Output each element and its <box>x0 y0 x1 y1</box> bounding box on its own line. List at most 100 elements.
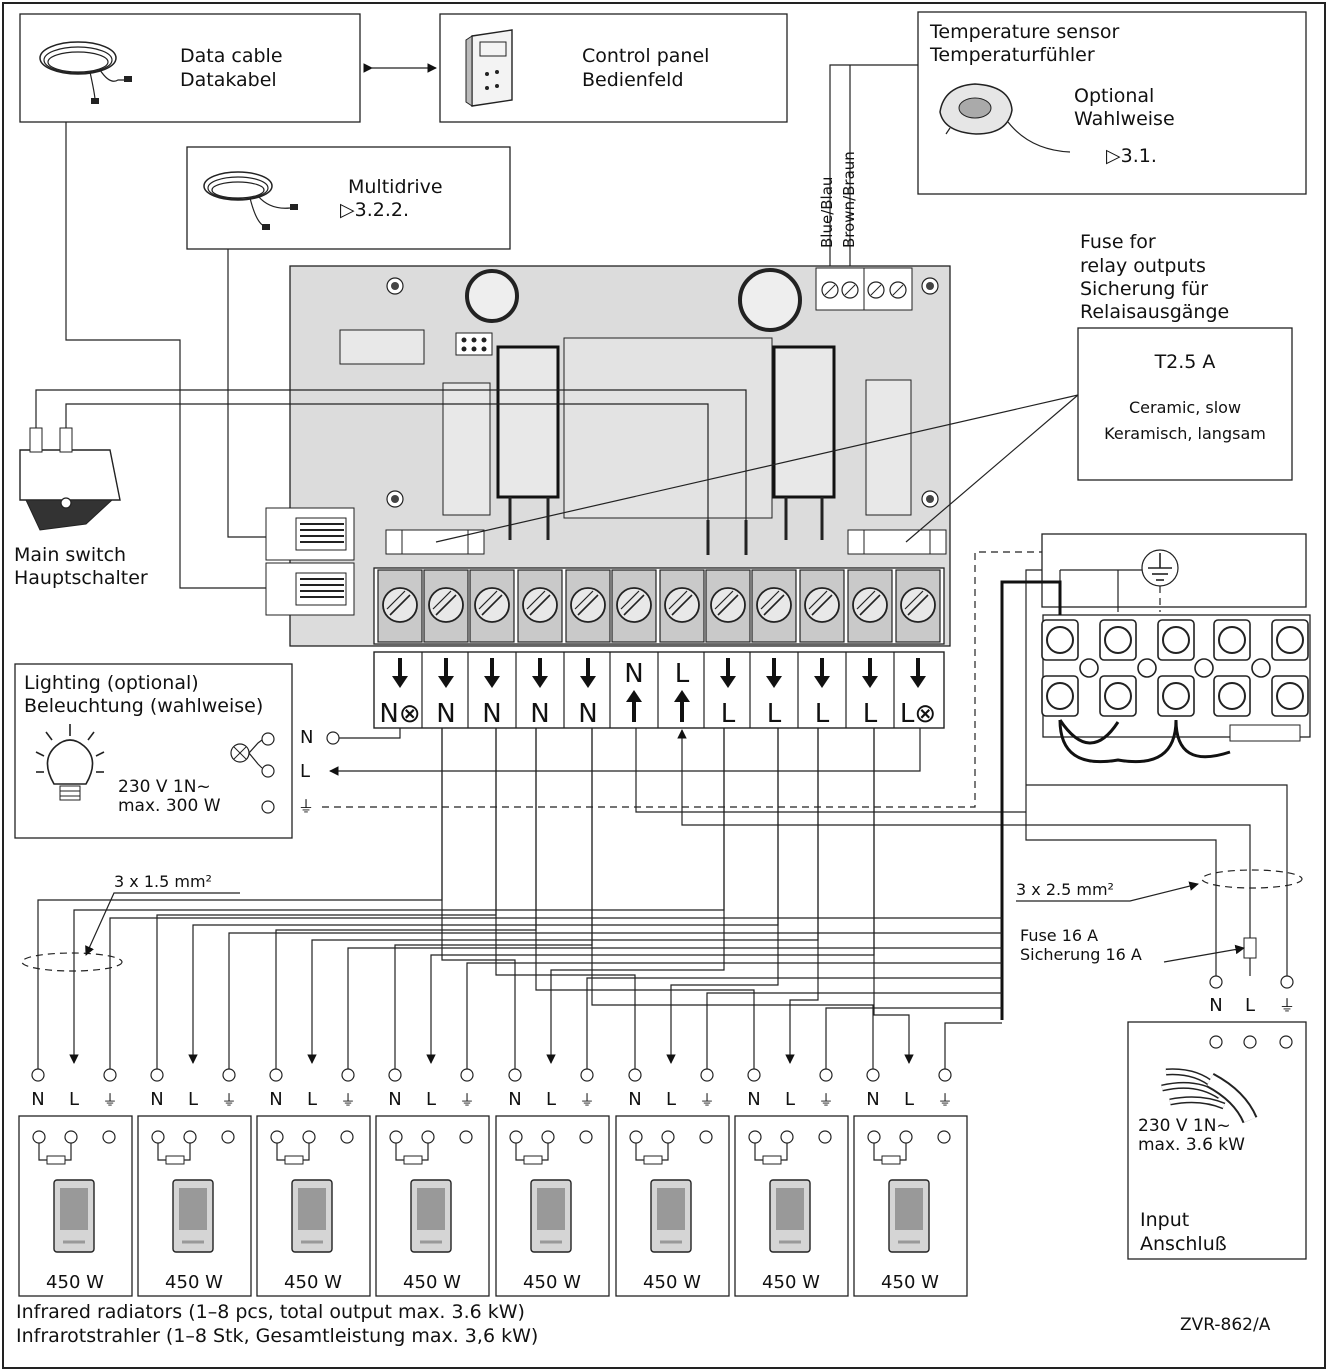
cable-coil-icon <box>203 171 298 230</box>
capacitor <box>738 268 802 332</box>
cable-small-label: 3 x 1.5 mm² <box>114 872 212 891</box>
radiator-pin-label: L <box>904 1089 914 1110</box>
transformer <box>563 337 773 519</box>
fuse-type-en: Ceramic, slow <box>1129 398 1241 417</box>
lighting-pe-wire <box>322 551 1042 808</box>
input-l-wire <box>677 729 1251 938</box>
screw-terminal <box>469 569 515 643</box>
fuse-relay-label-4: Relaisausgänge <box>1080 301 1229 323</box>
terminal-label: L⊗ <box>900 699 936 729</box>
sensor-wire-brown-label: Brown/Braun <box>840 151 858 248</box>
mounting-hole <box>386 277 404 295</box>
screw-terminal <box>565 569 611 643</box>
sensor-terminal-block <box>815 267 913 311</box>
screw-terminal <box>659 569 705 643</box>
input-box: 230 V 1N~ max. 3.6 kW Input Anschluß <box>1127 1021 1307 1260</box>
output-terminal: N <box>578 658 598 729</box>
radiator-pin-label: ⏚ <box>699 1091 714 1109</box>
output-terminal: L <box>814 658 830 729</box>
screw-terminal <box>799 569 845 643</box>
screw-terminal <box>517 569 563 643</box>
screw-terminal <box>423 569 469 643</box>
terminal-label: N⊗ <box>379 699 420 729</box>
lighting-pin-n: N <box>300 727 313 748</box>
fuse-leader <box>435 394 1079 543</box>
radiator-pin-label: N <box>31 1089 44 1110</box>
output-terminal: L <box>674 659 690 722</box>
screw-terminal-row <box>373 567 945 645</box>
radiator-caption-en: Infrared radiators (1–8 pcs, total outpu… <box>16 1301 525 1323</box>
radiator-pin-label: L <box>188 1089 198 1110</box>
cable-bundle-marker <box>1201 869 1303 889</box>
temp-sensor-label-en: Temperature sensor <box>929 21 1120 43</box>
component <box>442 382 491 516</box>
temp-sensor-optional-de: Wahlweise <box>1074 108 1175 130</box>
radiator-pin-label: N <box>508 1089 521 1110</box>
output-terminal: N <box>436 658 456 729</box>
radiator-wattage: 450 W <box>762 1272 820 1293</box>
mounting-hole <box>921 490 939 508</box>
screw-terminal <box>705 569 751 643</box>
input-label-en: Input <box>1140 1209 1189 1231</box>
output-terminal: N <box>482 658 502 729</box>
relay <box>772 345 836 499</box>
data-cable-label-en: Data cable <box>180 45 283 67</box>
mains-screws <box>1041 619 1309 717</box>
radiator-pin-label: ⏚ <box>818 1091 833 1109</box>
radiator-pin-label: L <box>426 1089 436 1110</box>
fuse <box>847 529 947 555</box>
terminal-label: L <box>863 699 878 729</box>
lamp-symbol-icon <box>230 739 263 769</box>
main-switch <box>19 427 121 531</box>
sensor-wire-blue-label: Blue/Blau <box>818 177 836 248</box>
fuse-type-de: Keramisch, langsam <box>1104 424 1266 443</box>
output-terminal: N⊗ <box>379 658 421 729</box>
input-pin-pe: ⏚ <box>1279 996 1295 1015</box>
radiator-pin-label: L <box>307 1089 317 1110</box>
rj-connector <box>265 562 355 616</box>
mains-terminal-block <box>1041 533 1311 764</box>
capacitor <box>465 269 519 323</box>
light-bulb-icon <box>35 724 105 801</box>
sensor-wire-blue <box>829 64 918 268</box>
lighting-label-de: Beleuchtung (wahlweise) <box>24 695 263 717</box>
output-terminal: L⊗ <box>900 658 936 729</box>
radiator-pin-label: N <box>388 1089 401 1110</box>
pe-bus-wire <box>1000 580 1062 1020</box>
radiator-pin-label: N <box>269 1089 282 1110</box>
radiator-wattage: 450 W <box>403 1272 461 1293</box>
temp-sensor-icon <box>939 83 1071 153</box>
fuse-16a-label-de: Sicherung 16 A <box>1020 945 1142 964</box>
screw-terminal <box>847 569 893 643</box>
pin-header <box>455 332 493 356</box>
terminal-label: L <box>815 699 830 729</box>
lighting-pin-pe: ⏚ <box>298 797 314 816</box>
rj-connector <box>265 507 355 561</box>
switch-wire <box>65 403 709 520</box>
cable-large-label: 3 x 2.5 mm² <box>1016 880 1114 899</box>
lighting-spec-1: 230 V 1N~ <box>118 777 211 797</box>
radiator-pin-label: ⏚ <box>579 1091 594 1109</box>
terminal-label: N <box>482 699 501 729</box>
input-label-de: Anschluß <box>1140 1233 1227 1255</box>
data-cable-label-de: Datakabel <box>180 69 277 91</box>
temp-sensor-optional-en: Optional <box>1074 85 1154 107</box>
multidrive-ref: ▷3.2.2. <box>340 199 409 221</box>
relay <box>496 345 560 499</box>
terminal-label: L <box>767 699 782 729</box>
n-in-wire <box>635 728 1026 813</box>
radiator-pin-label: L <box>666 1089 676 1110</box>
multidrive-wire <box>227 249 266 538</box>
input-pe-wire <box>1026 784 1288 976</box>
lighting-box: Lighting (optional) Beleuchtung (wahlwei… <box>14 663 293 839</box>
multidrive-box: Multidrive ▷3.2.2. <box>186 146 511 250</box>
